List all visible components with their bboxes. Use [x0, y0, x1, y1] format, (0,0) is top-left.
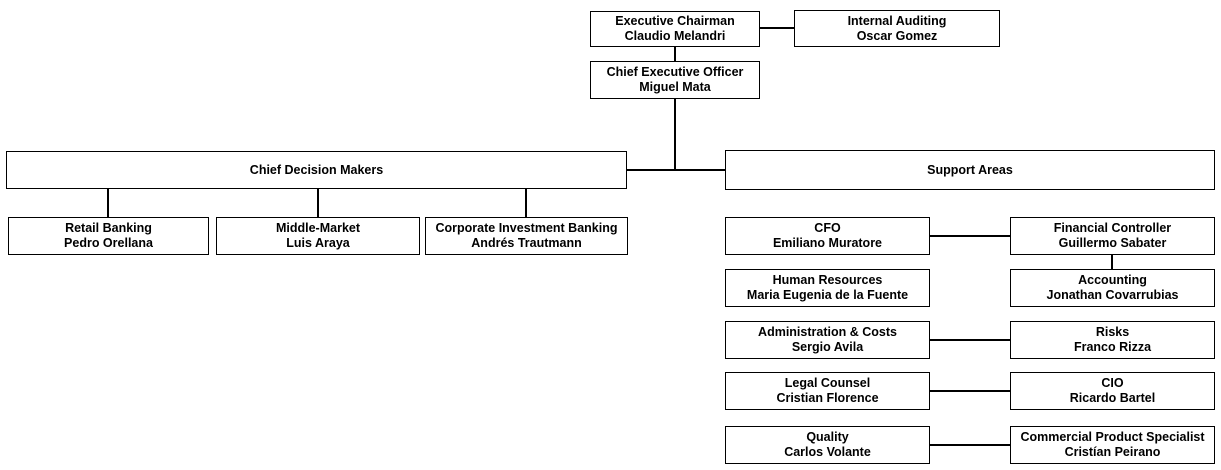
node-title: Chief Executive Officer	[606, 65, 744, 79]
node-title: Administration & Costs	[758, 325, 897, 339]
node-title: Legal Counsel	[784, 376, 871, 390]
org-node-financial-controller: Financial Controller Guillermo Sabater	[1010, 217, 1215, 255]
node-title: Retail Banking	[65, 221, 152, 235]
connector-quality-to-commercial	[930, 444, 1010, 446]
node-title: Risks	[1095, 325, 1130, 339]
node-title: Human Resources	[772, 273, 883, 287]
connector-cfo-to-controller	[930, 235, 1010, 237]
connector-controller-to-accounting	[1111, 255, 1113, 270]
org-node-accounting: Accounting Jonathan Covarrubias	[1010, 269, 1215, 307]
org-node-quality: Quality Carlos Volante	[725, 426, 930, 464]
node-title: Chief Decision Makers	[249, 162, 384, 177]
node-person: Jonathan Covarrubias	[1046, 288, 1179, 302]
node-person: Andrés Trautmann	[471, 236, 582, 250]
node-person: Claudio Melandri	[624, 29, 726, 43]
org-node-retail-banking: Retail Banking Pedro Orellana	[8, 217, 209, 255]
node-title: Executive Chairman	[615, 14, 735, 28]
node-person: Sergio Avila	[791, 340, 864, 354]
node-person: Maria Eugenia de la Fuente	[746, 288, 909, 302]
node-title: Accounting	[1078, 273, 1147, 287]
node-person: Ricardo Bartel	[1069, 391, 1156, 405]
org-node-legal-counsel: Legal Counsel Cristian Florence	[725, 372, 930, 410]
node-person: Cristían Peirano	[1064, 445, 1161, 459]
node-person: Luis Araya	[286, 236, 350, 250]
org-node-internal-auditing: Internal Auditing Oscar Gomez	[794, 10, 1000, 47]
connector-admin-to-risks	[930, 339, 1010, 341]
node-title: Quality	[806, 430, 849, 444]
node-person: Oscar Gomez	[856, 28, 938, 43]
connector-chairman-to-auditing	[760, 27, 794, 29]
connector-ceo-down	[674, 99, 676, 171]
org-node-commercial-product-specialist: Commercial Product Specialist Cristían P…	[1010, 426, 1215, 464]
connector-bridge-horizontal	[627, 169, 725, 171]
connector-cdm-to-corporate	[525, 188, 527, 217]
node-title: CIO	[1101, 376, 1124, 390]
org-node-human-resources: Human Resources Maria Eugenia de la Fuen…	[725, 269, 930, 307]
node-person: Franco Rizza	[1073, 340, 1152, 354]
node-title: Internal Auditing	[847, 13, 947, 28]
node-person: Miguel Mata	[639, 80, 711, 94]
node-person: Carlos Volante	[784, 445, 871, 459]
connector-cdm-to-middle	[317, 188, 319, 217]
node-person: Cristian Florence	[776, 391, 879, 405]
connector-cdm-to-retail	[107, 188, 109, 217]
node-person: Pedro Orellana	[64, 236, 153, 250]
connector-chairman-to-ceo	[674, 47, 676, 61]
org-node-corporate-investment-banking: Corporate Investment Banking Andrés Trau…	[425, 217, 628, 255]
node-title: Middle-Market	[275, 221, 361, 235]
org-node-cfo: CFO Emiliano Muratore	[725, 217, 930, 255]
org-node-middle-market: Middle-Market Luis Araya	[216, 217, 420, 255]
org-node-cio: CIO Ricardo Bartel	[1010, 372, 1215, 410]
node-title: Commercial Product Specialist	[1020, 430, 1205, 444]
org-node-support-areas: Support Areas	[725, 150, 1215, 190]
connector-legal-to-cio	[930, 390, 1010, 392]
node-title: Financial Controller	[1053, 221, 1172, 235]
node-person: Emiliano Muratore	[772, 236, 883, 250]
node-title: Support Areas	[927, 162, 1013, 177]
node-title: Corporate Investment Banking	[435, 221, 618, 235]
org-node-administration-costs: Administration & Costs Sergio Avila	[725, 321, 930, 359]
node-person: Guillermo Sabater	[1058, 236, 1167, 250]
org-node-ceo: Chief Executive Officer Miguel Mata	[590, 61, 760, 99]
org-node-chief-decision-makers: Chief Decision Makers	[6, 151, 627, 189]
org-node-risks: Risks Franco Rizza	[1010, 321, 1215, 359]
node-title: CFO	[814, 221, 841, 235]
org-node-executive-chairman: Executive Chairman Claudio Melandri	[590, 11, 760, 47]
